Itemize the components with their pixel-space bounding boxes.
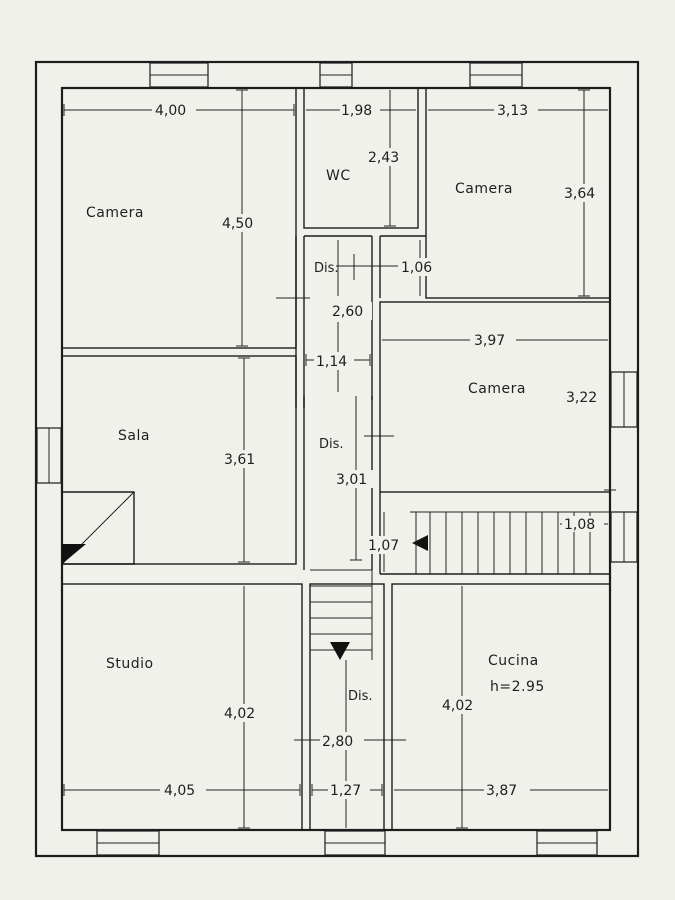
dim-wc-width: 1,98 (341, 103, 372, 119)
staircase-east (410, 511, 610, 575)
dim-corridor-width: 1,14 (316, 354, 347, 370)
dim-landing-depth: 1,07 (368, 538, 399, 554)
dim-camera-ne-depth: 3,64 (564, 186, 595, 202)
label-camera-nw: Camera (86, 205, 144, 221)
label-camera-e: Camera (468, 381, 526, 397)
staircase-south (310, 569, 373, 660)
dim-cucina-depth: 4,02 (442, 698, 473, 714)
dim-dis-width: 1,06 (401, 260, 432, 276)
label-wc: WC (326, 168, 351, 184)
dim-stair-width: 1,08 (564, 517, 595, 533)
dim-camera-e-depth: 3,22 (566, 390, 597, 406)
windows (36, 62, 638, 856)
dimension-lines (63, 89, 616, 829)
dim-wc-depth: 2,43 (368, 150, 399, 166)
label-cucina-height: h=2.95 (490, 679, 545, 695)
dim-cucina-width: 3,87 (486, 783, 517, 799)
room-labels: Camera WC Camera Camera Sala Studio Cuci… (86, 168, 545, 704)
label-dis-top: Dis. (314, 261, 339, 276)
dim-camera-nw-depth: 4,50 (222, 216, 253, 232)
dimension-labels: 4,00 4,50 1,98 2,43 3,13 3,64 1,06 2,60 … (152, 101, 608, 799)
dim-dis-bottom-length: 2,80 (322, 734, 353, 750)
dim-studio-depth: 4,02 (224, 706, 255, 722)
dim-camera-nw-width: 4,00 (155, 103, 186, 119)
dim-studio-width: 4,05 (164, 783, 195, 799)
dim-dis-mid-length: 3,01 (336, 472, 367, 488)
label-cucina: Cucina (488, 653, 539, 669)
dim-dis-bottom-width: 1,27 (330, 783, 361, 799)
label-dis-mid: Dis. (319, 437, 344, 452)
dim-sala-depth: 3,61 (224, 452, 255, 468)
dim-camera-ne-width: 3,13 (497, 103, 528, 119)
label-studio: Studio (106, 656, 154, 672)
label-dis-bottom: Dis. (348, 689, 373, 704)
label-sala: Sala (118, 428, 150, 444)
label-camera-ne: Camera (455, 181, 513, 197)
interior-walls (61, 87, 611, 831)
dim-camera-e-width: 3,97 (474, 333, 505, 349)
dim-dis-length: 2,60 (332, 304, 363, 320)
